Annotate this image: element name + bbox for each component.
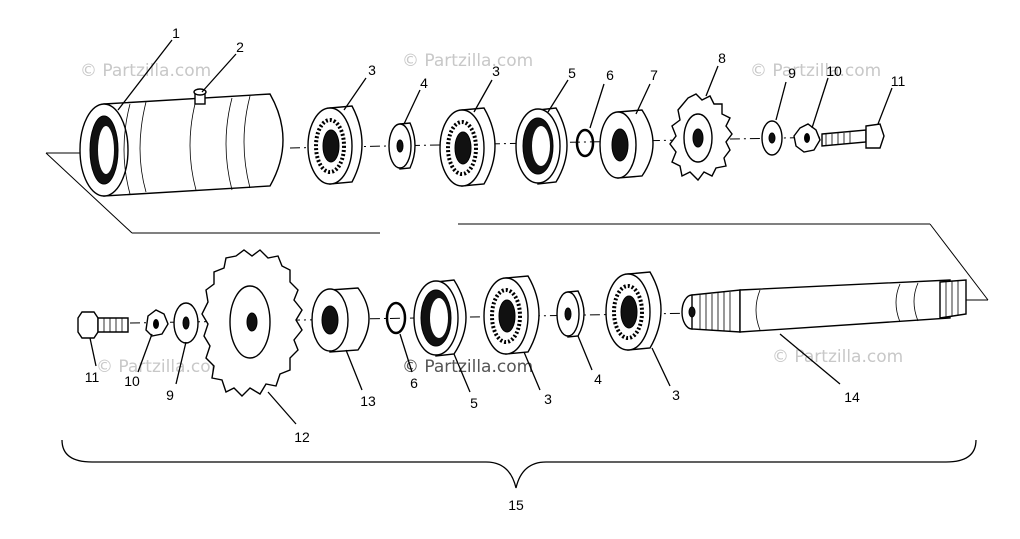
callout-3: 3 (544, 391, 552, 407)
watermarks: © Partzilla.com © Partzilla.com © Partzi… (80, 51, 903, 465)
callout-11: 11 (891, 73, 906, 89)
callout-10: 10 (826, 63, 842, 79)
callout-9: 9 (166, 387, 174, 403)
part-3-bearing (605, 271, 662, 351)
part-3-bearing (307, 105, 363, 185)
part-1-drum (79, 88, 284, 197)
callout-5: 5 (568, 65, 576, 81)
callout-3: 3 (672, 387, 680, 403)
callout-6: 6 (410, 375, 418, 391)
part-9-washer (173, 302, 199, 344)
assembly-brace (61, 439, 977, 489)
callout-4: 4 (594, 371, 602, 387)
part-11-bolt (77, 311, 129, 339)
part-12-large-sprocket (201, 249, 303, 397)
watermark: © Partzilla.com (750, 61, 881, 81)
part-3-bearing (439, 107, 496, 187)
watermark: © Partzilla.com (402, 51, 533, 71)
callout-3: 3 (492, 63, 500, 79)
part-4-spacer (388, 122, 416, 170)
part-10-lock-washer (793, 123, 821, 153)
watermark: © Partzilla.com (772, 347, 903, 367)
part-6-o-ring (385, 301, 407, 335)
callout-5: 5 (470, 395, 478, 411)
part-3-bearing (483, 275, 540, 355)
part-13-collar (311, 287, 370, 353)
callout-3: 3 (368, 62, 376, 78)
callout-4: 4 (420, 75, 428, 91)
part-5-race (413, 279, 467, 357)
part-6-o-ring (575, 128, 595, 158)
watermark: © Partzilla.com (96, 357, 227, 377)
callout-14: 14 (844, 389, 860, 405)
watermark: © Partzilla.com (402, 357, 533, 377)
callout-12: 12 (294, 429, 310, 445)
callout-11: 11 (85, 369, 100, 385)
part-10-lock-washer (145, 309, 169, 337)
part-5-race (515, 107, 568, 185)
watermark: © Partzilla.com (80, 61, 211, 81)
leader-lines (89, 39, 893, 425)
part-8-small-sprocket (669, 93, 733, 182)
callout-7: 7 (650, 67, 658, 83)
callout-13: 13 (360, 393, 376, 409)
part-9-washer (761, 120, 783, 156)
part-7-collar (599, 109, 654, 179)
callout-8: 8 (718, 50, 726, 66)
part-4-spacer (556, 290, 585, 338)
callout-10: 10 (124, 373, 140, 389)
part-14-shaft (681, 279, 967, 333)
callout-6: 6 (606, 67, 614, 83)
callout-2: 2 (236, 39, 244, 55)
watermark: © Partzilla.com (640, 445, 771, 465)
callout-15: 15 (508, 497, 524, 513)
callout-9: 9 (788, 65, 796, 81)
callouts: 1 2 3 4 3 5 6 7 8 9 10 11 11 10 9 12 13 … (85, 25, 906, 513)
callout-1: 1 (172, 25, 180, 41)
part-11-bolt (821, 123, 885, 149)
